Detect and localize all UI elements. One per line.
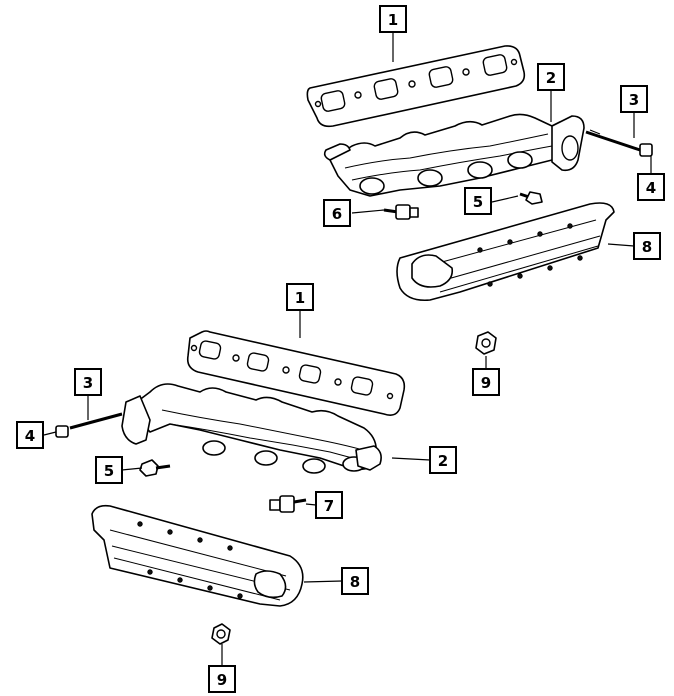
lower-gasket — [186, 330, 406, 416]
callout-label: 4 — [25, 427, 35, 445]
lower-exhaust-manifold — [121, 383, 382, 474]
callout-5-lower: 5 — [95, 456, 123, 484]
callout-label: 4 — [646, 179, 656, 197]
lower-heat-shield-nut — [211, 623, 231, 645]
callout-label: 5 — [473, 193, 483, 211]
callout-5-upper: 5 — [464, 187, 492, 215]
callout-9-upper: 9 — [472, 368, 500, 396]
callout-4-lower: 4 — [16, 421, 44, 449]
lower-heat-shield — [91, 504, 304, 607]
lower-oxygen-sensor — [269, 495, 307, 513]
upper-heat-shield-nut — [475, 331, 497, 355]
lower-stud — [69, 412, 123, 430]
upper-heat-shield — [396, 202, 615, 302]
callout-label: 1 — [295, 289, 305, 307]
callout-3-lower: 3 — [74, 368, 102, 396]
callout-8-lower: 8 — [341, 567, 369, 595]
upper-gasket — [306, 45, 526, 128]
callout-label: 7 — [324, 497, 334, 515]
callout-1-upper: 1 — [379, 5, 407, 33]
callout-label: 2 — [438, 452, 448, 470]
callout-label: 6 — [332, 205, 342, 223]
callout-label: 9 — [217, 671, 227, 689]
callout-label: 2 — [546, 69, 556, 87]
callouts: 1 2 3 4 5 6 8 9 — [16, 5, 665, 693]
callout-4-upper: 4 — [637, 173, 665, 201]
leader-lines — [43, 32, 652, 666]
callout-6-upper: 6 — [323, 199, 351, 227]
callout-2-upper: 2 — [537, 63, 565, 91]
callout-1-lower: 1 — [286, 283, 314, 311]
callout-label: 9 — [481, 374, 491, 392]
callout-8-upper: 8 — [633, 232, 661, 260]
lower-nut — [55, 425, 69, 438]
callout-label: 3 — [629, 91, 639, 109]
upper-oxygen-sensor — [383, 204, 419, 220]
callout-label: 1 — [388, 11, 398, 29]
callout-7-lower: 7 — [315, 491, 343, 519]
upper-stud — [585, 129, 641, 152]
callout-label: 3 — [83, 374, 93, 392]
lower-bolt — [139, 459, 171, 477]
callout-3-upper: 3 — [620, 85, 648, 113]
callout-2-lower: 2 — [429, 446, 457, 474]
callout-label: 8 — [642, 238, 652, 256]
upper-exhaust-manifold — [323, 113, 585, 197]
upper-nut — [639, 143, 653, 157]
callout-label: 8 — [350, 573, 360, 591]
callout-label: 5 — [104, 462, 114, 480]
callout-9-lower: 9 — [208, 665, 236, 693]
upper-bolt — [519, 191, 543, 205]
